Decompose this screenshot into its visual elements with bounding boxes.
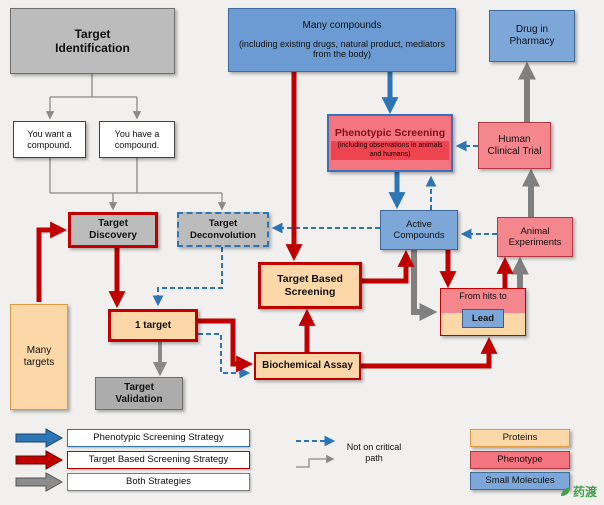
one-target-box: 1 target [108,309,198,342]
legend-small-molecules: Small Molecules [470,472,570,490]
legend-both-strategies-label: Both Strategies [126,476,191,488]
target-validation-label: Target Validation [115,381,163,405]
drug-in-pharmacy-box: Drug in Pharmacy [489,10,575,62]
target-discovery-label: Target Discovery [89,218,137,241]
legend-target-based-strategy: Target Based Screening Strategy [67,451,250,469]
leaf-icon [560,486,570,496]
legend-target-based-strategy-label: Target Based Screening Strategy [88,454,229,466]
blue-dashed-arrows [152,140,497,379]
lead-box: Lead [462,309,504,328]
from-hits-to-label: From hits to [441,289,525,313]
animal-experiments-box: Animal Experiments [497,217,573,257]
phenotypic-screening-subtitle: (including observations in animals and h… [331,141,449,160]
one-target-label: 1 target [134,319,172,331]
active-compounds-box: Active Compounds [380,210,458,250]
target-based-screening-label: Target Based Screening [277,273,343,298]
target-deconvolution-box: Target Deconvolution [177,212,269,247]
many-compounds-title: Many compounds [302,19,382,31]
legend-proteins: Proteins [470,429,570,447]
legend-phenotypic-strategy-label: Phenotypic Screening Strategy [93,432,224,444]
legend-proteins-label: Proteins [502,432,538,444]
many-targets-label: Many targets [23,345,55,368]
legend-arrow-phenotypic [15,428,64,448]
biochemical-assay-label: Biochemical Assay [262,360,353,372]
you-want-compound-label: You want a compound. [27,128,72,150]
active-compounds-label: Active Compounds [393,218,445,241]
legend-arrow-target-based [15,450,64,470]
legend-both-strategies: Both Strategies [67,473,250,491]
animal-experiments-label: Animal Experiments [508,225,562,248]
human-clinical-trial-label: Human Clinical Trial [487,133,542,157]
legend-phenotype: Phenotype [470,451,570,469]
legend-arrow-thin-gray [296,454,335,468]
legend-not-on-critical-path-label: Not on critical path [346,442,402,463]
many-compounds-detail: (including existing drugs, natural produ… [238,38,446,60]
legend-not-on-critical-path: Not on critical path [344,438,404,468]
target-based-screening-box: Target Based Screening [258,262,362,309]
you-have-compound-box: You have a compound. [99,121,175,158]
target-discovery-box: Target Discovery [68,212,158,248]
target-deconvolution-label: Target Deconvolution [190,218,256,241]
gray-both-strategies-arrows [411,61,540,321]
phenotypic-screening-title: Phenotypic Screening [334,127,446,140]
legend-phenotypic-strategy: Phenotypic Screening Strategy [67,429,250,447]
watermark: 药渡 [559,483,597,500]
you-want-compound-box: You want a compound. [13,121,86,158]
many-targets-box: Many targets [10,304,68,410]
thin-gray-connectors [45,74,227,211]
legend-phenotype-label: Phenotype [497,454,543,466]
many-compounds-box: Many compounds (including existing drugs… [228,8,456,72]
target-identification-box: Target Identification [10,8,175,74]
biochemical-assay-box: Biochemical Assay [254,352,361,380]
target-validation-box: Target Validation [95,377,183,410]
watermark-text: 药渡 [572,485,597,499]
legend-arrow-both [15,472,64,492]
red-target-based-arrows [36,72,514,373]
from-hits-to-lead-box: From hits to Lead [440,288,526,336]
human-clinical-trial-box: Human Clinical Trial [478,122,551,169]
phenotypic-screening-box: Phenotypic Screening (including observat… [327,114,453,172]
target-identification-label: Target Identification [55,26,130,55]
blue-phenotypic-arrows [381,72,406,210]
you-have-compound-label: You have a compound. [114,128,160,150]
drug-in-pharmacy-label: Drug in Pharmacy [509,24,555,47]
legend-small-molecules-label: Small Molecules [485,475,555,487]
